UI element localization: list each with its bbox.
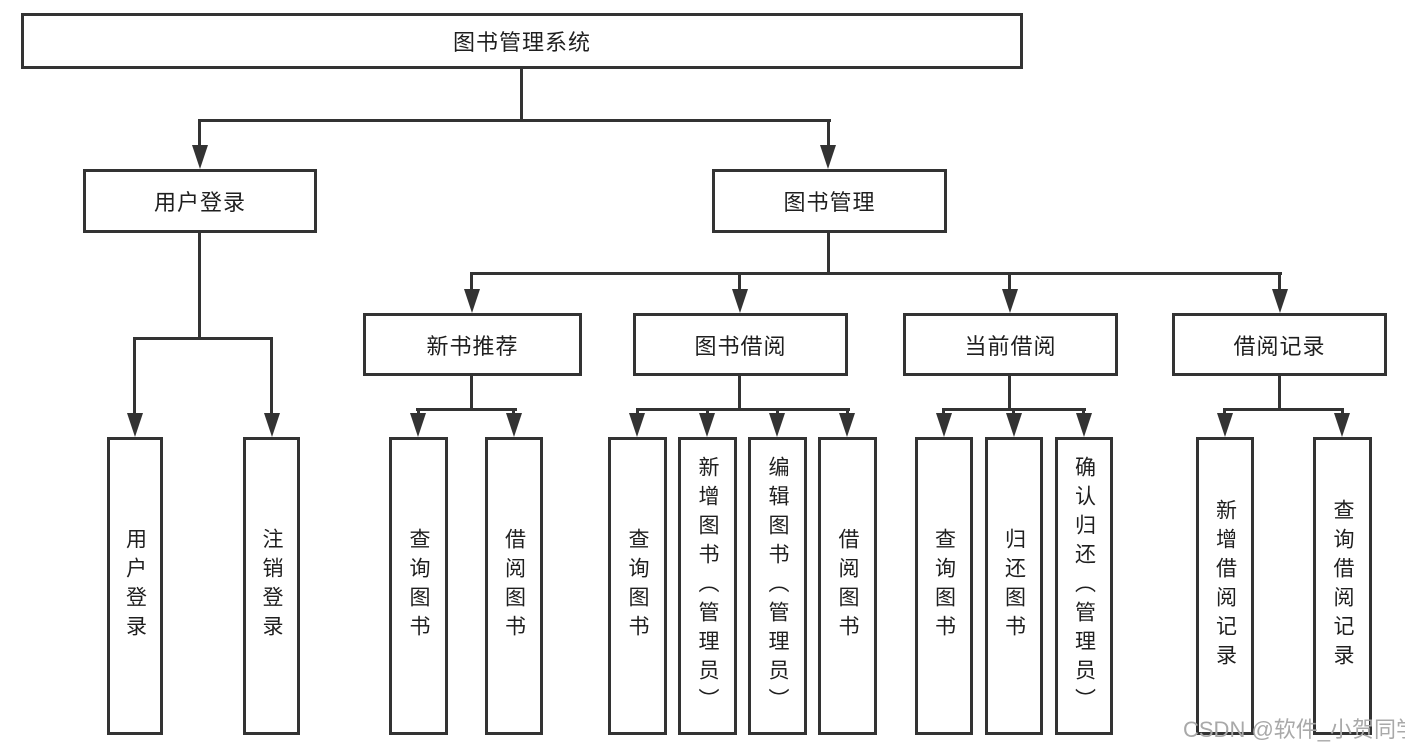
edge-drop-borrow [738, 272, 741, 292]
edge-drop [636, 408, 639, 416]
edge-records-bus [1223, 408, 1344, 411]
edge-borrow-trunk [738, 376, 741, 411]
arrow-down-icon [1272, 289, 1288, 313]
node-book-borrow: 图书借阅 [633, 313, 848, 376]
node-current-borrow: 当前借阅 [903, 313, 1118, 376]
edge-bookmgmt-bus [470, 272, 1282, 275]
edge-drop-logout [270, 337, 273, 415]
edge-newbook-bus [416, 408, 517, 411]
arrow-down-icon [1002, 289, 1018, 313]
edge-drop [846, 408, 849, 416]
node-newbook-query: 查询图书 [389, 437, 448, 735]
edge-drop [706, 408, 709, 416]
edge-drop-book-mgmt [827, 119, 830, 149]
csdn-watermark: CSDN @软件_小贺同学 [1183, 717, 1405, 742]
node-user-login: 用户登录 [83, 169, 317, 233]
edge-drop [776, 408, 779, 416]
arrow-down-icon [1006, 413, 1022, 437]
arrow-down-icon [769, 413, 785, 437]
edge-userlogin-bus [133, 337, 273, 340]
arrow-down-icon [732, 289, 748, 313]
arrow-down-icon [936, 413, 952, 437]
edge-records-trunk [1278, 376, 1281, 411]
node-new-book-recommend: 新书推荐 [363, 313, 582, 376]
arrow-down-icon [127, 413, 143, 437]
edge-drop [1223, 408, 1226, 416]
edge-drop-user-login [198, 119, 201, 149]
edge-current-trunk [1008, 376, 1011, 411]
node-library-system: 图书管理系统 [21, 13, 1023, 69]
edge-userlogin-trunk [198, 233, 201, 340]
arrow-down-icon [264, 413, 280, 437]
arrow-down-icon [1334, 413, 1350, 437]
edge-drop-records [1278, 272, 1281, 292]
node-borrow-query: 查询图书 [608, 437, 667, 735]
arrow-down-icon [1217, 413, 1233, 437]
node-current-return: 归还图书 [985, 437, 1043, 735]
edge-root-bus [198, 119, 831, 122]
node-login-user: 用户登录 [107, 437, 163, 735]
edge-root-trunk [520, 69, 523, 122]
edge-drop [1082, 408, 1085, 416]
edge-newbook-trunk [470, 376, 473, 411]
arrow-down-icon [410, 413, 426, 437]
node-borrow-add-admin: 新增图书（管理员） [678, 437, 737, 735]
edge-drop [1341, 408, 1344, 416]
arrow-down-icon [699, 413, 715, 437]
edge-drop [1012, 408, 1015, 416]
arrow-down-icon [629, 413, 645, 437]
arrow-down-icon [192, 145, 208, 169]
edge-drop-login [133, 337, 136, 415]
node-borrow-edit-admin: 编辑图书（管理员） [748, 437, 807, 735]
arrow-down-icon [820, 145, 836, 169]
node-login-logout: 注销登录 [243, 437, 300, 735]
edge-drop [417, 408, 420, 416]
edge-borrow-bus [636, 408, 850, 411]
node-borrow-records: 借阅记录 [1172, 313, 1387, 376]
arrow-down-icon [464, 289, 480, 313]
edge-drop-current [1008, 272, 1011, 292]
node-current-confirm-admin: 确认归还（管理员） [1055, 437, 1113, 735]
node-records-add: 新增借阅记录 [1196, 437, 1254, 735]
edge-bookmgmt-trunk [827, 233, 830, 275]
node-newbook-borrow: 借阅图书 [485, 437, 543, 735]
arrow-down-icon [506, 413, 522, 437]
node-current-query: 查询图书 [915, 437, 973, 735]
edge-drop [512, 408, 515, 416]
arrow-down-icon [839, 413, 855, 437]
edge-drop-newbook [470, 272, 473, 292]
edge-drop [942, 408, 945, 416]
node-records-query: 查询借阅记录 [1313, 437, 1372, 735]
node-book-mgmt: 图书管理 [712, 169, 947, 233]
arrow-down-icon [1076, 413, 1092, 437]
node-borrow-borrow: 借阅图书 [818, 437, 877, 735]
